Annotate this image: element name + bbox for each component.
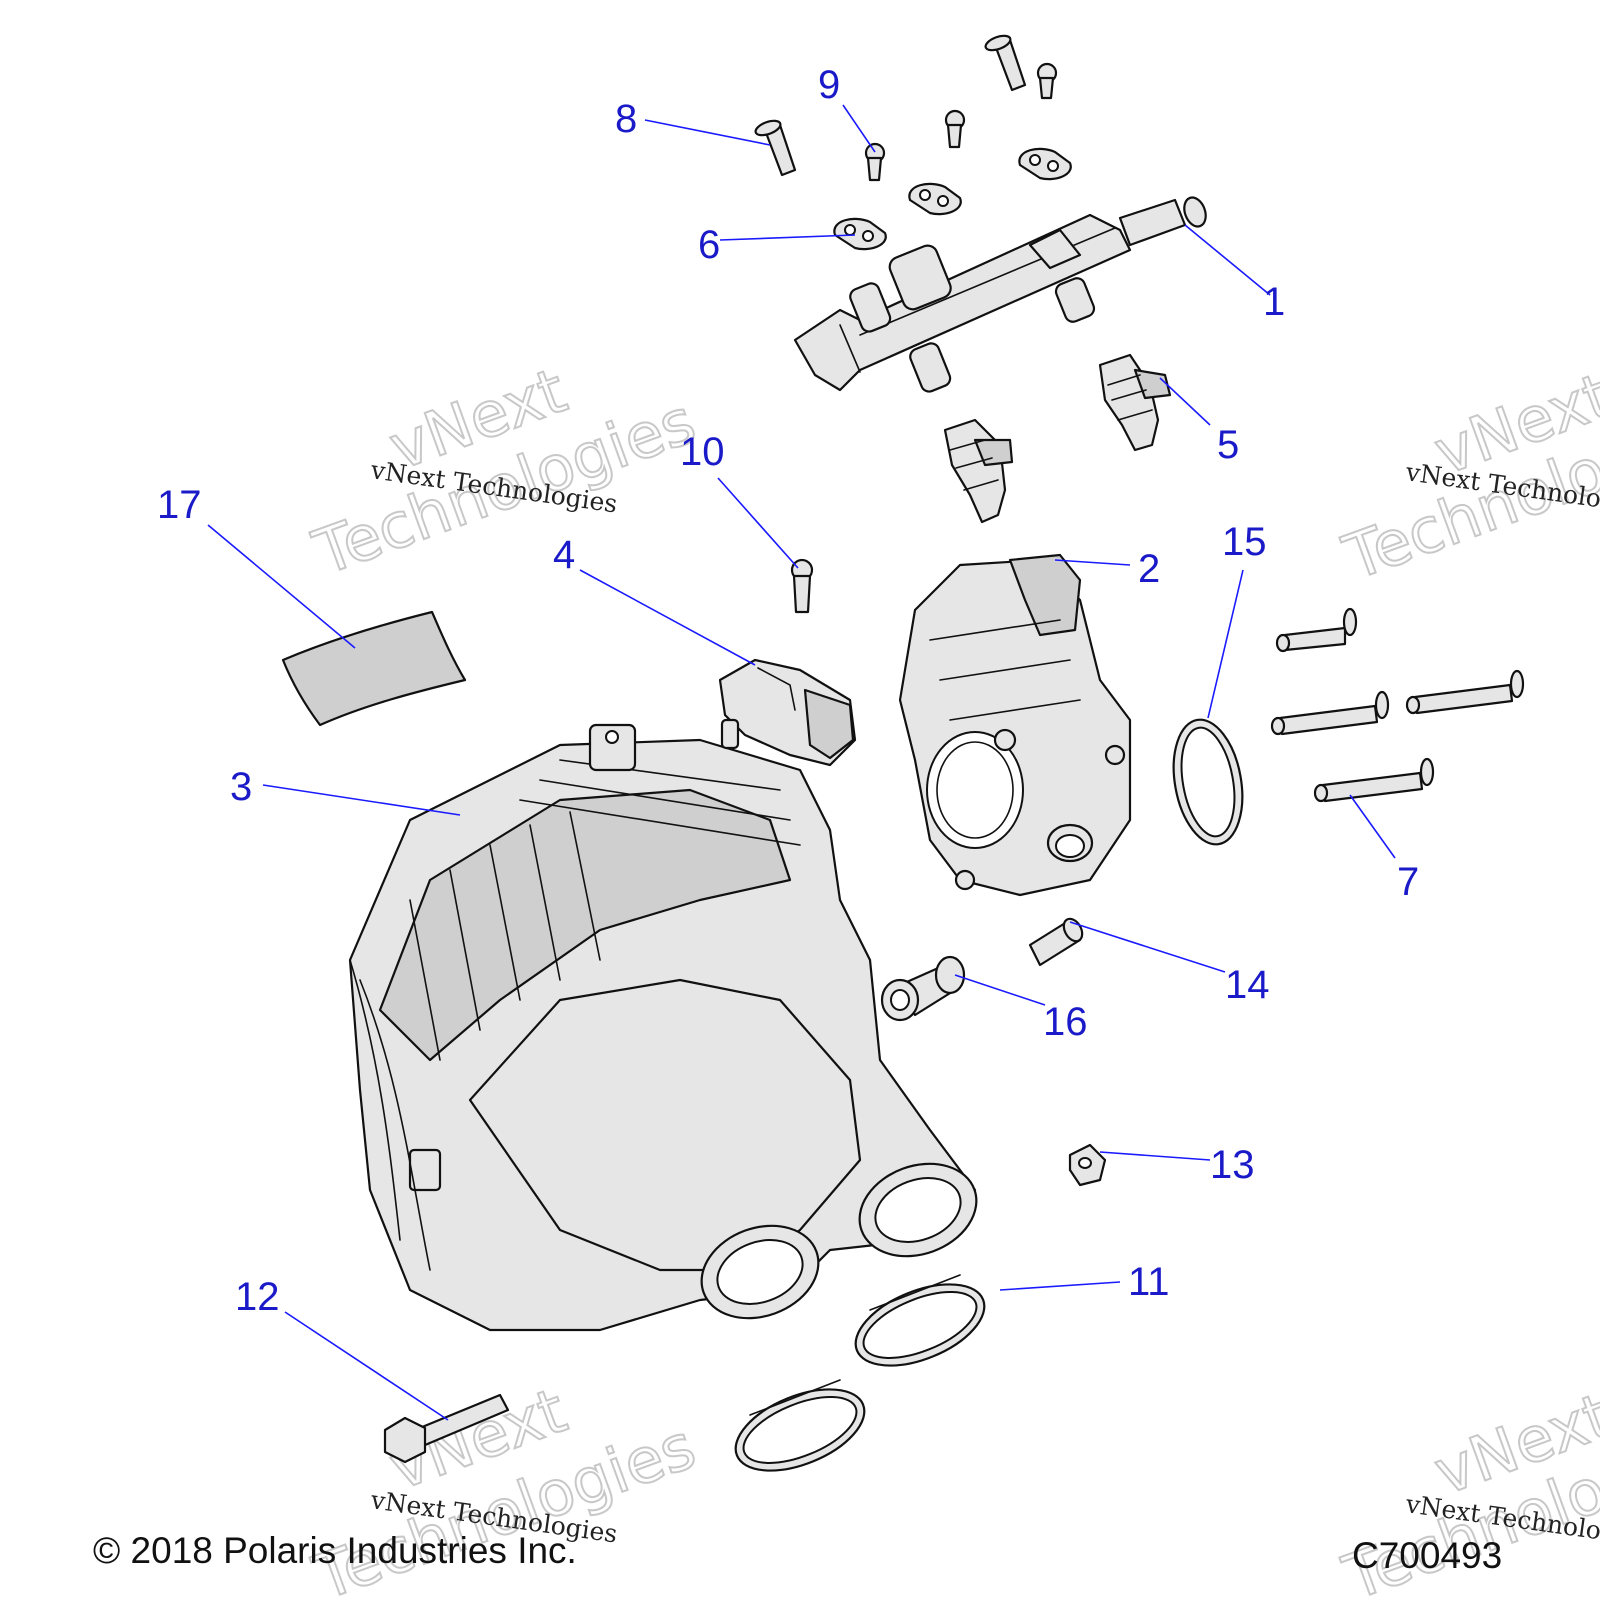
callout-17: 17	[157, 483, 202, 527]
callout-1: 1	[1263, 280, 1285, 324]
leader-2	[1054, 559, 1131, 566]
injector-clip-3	[1018, 147, 1072, 181]
label-decal	[281, 610, 467, 727]
leader-6	[719, 234, 856, 241]
leader-7	[1349, 794, 1396, 859]
watermark-top-left: vNext Technologies vNext Technologies	[303, 353, 705, 591]
short-bolt-2	[984, 34, 1027, 92]
callout-10: 10	[680, 430, 725, 474]
callout-13: 13	[1210, 1143, 1255, 1187]
callout-2: 2	[1138, 547, 1160, 591]
hose-clamp-2	[734, 1379, 866, 1472]
leader-12	[284, 1311, 449, 1421]
callout-15: 15	[1222, 520, 1267, 564]
callout-5: 5	[1217, 423, 1239, 467]
leader-15	[1207, 569, 1244, 719]
leader-5	[1159, 377, 1211, 426]
small-screw-3	[1036, 62, 1058, 100]
long-bolt-2	[1270, 690, 1390, 736]
spacer-tube	[1028, 917, 1084, 967]
throttle-body	[898, 553, 1132, 897]
leader-1	[1184, 224, 1271, 296]
injector-clip-2	[908, 182, 962, 216]
leader-9	[842, 104, 876, 153]
callout-14: 14	[1225, 963, 1270, 1007]
callout-16: 16	[1043, 1000, 1088, 1044]
leader-11	[999, 1281, 1121, 1291]
leader-8	[644, 119, 771, 146]
callout-labels: 1 2 3 4 5 6 7 8 9 10 11 12 13 14 15 16 1…	[157, 63, 1419, 1319]
map-sensor	[718, 658, 857, 767]
grommet	[880, 955, 966, 1022]
hose-clamp	[854, 1274, 986, 1367]
leader-13	[1099, 1151, 1211, 1161]
leader-3	[262, 784, 461, 816]
callout-8: 8	[615, 97, 637, 141]
o-ring	[1172, 718, 1244, 846]
injector-clip	[833, 217, 887, 251]
watermark-top-right: vNext Technologies vNext Technologies	[1333, 358, 1600, 596]
leader-17	[207, 524, 356, 649]
leader-16	[954, 974, 1046, 1006]
fuel-injector-2	[943, 418, 1014, 524]
callout-12: 12	[235, 1275, 280, 1319]
leader-10	[717, 477, 799, 569]
callout-7: 7	[1397, 860, 1419, 904]
callout-9: 9	[818, 63, 840, 107]
long-bolt-3	[1405, 669, 1525, 715]
leader-14	[1069, 921, 1226, 973]
flange-nut	[1068, 1143, 1107, 1187]
callout-3: 3	[230, 765, 252, 809]
flange-bolt	[383, 1393, 510, 1464]
leader-4	[579, 569, 756, 666]
callout-4: 4	[553, 533, 575, 577]
callout-11: 11	[1128, 1260, 1170, 1304]
small-screw-2	[944, 109, 966, 149]
intake-manifold	[348, 723, 978, 1332]
fuel-injector	[1098, 353, 1172, 452]
long-bolt-4	[1313, 757, 1435, 803]
fuel-rail	[793, 196, 1207, 393]
long-bolt	[1275, 607, 1358, 653]
sensor-screw	[790, 558, 814, 614]
callout-6: 6	[698, 223, 720, 267]
copyright-text: © 2018 Polaris Industries Inc.	[93, 1530, 577, 1571]
small-screw	[864, 142, 886, 182]
short-bolt	[754, 119, 797, 177]
drawing-code: C700493	[1352, 1535, 1502, 1576]
leader-lines	[207, 104, 1396, 1421]
